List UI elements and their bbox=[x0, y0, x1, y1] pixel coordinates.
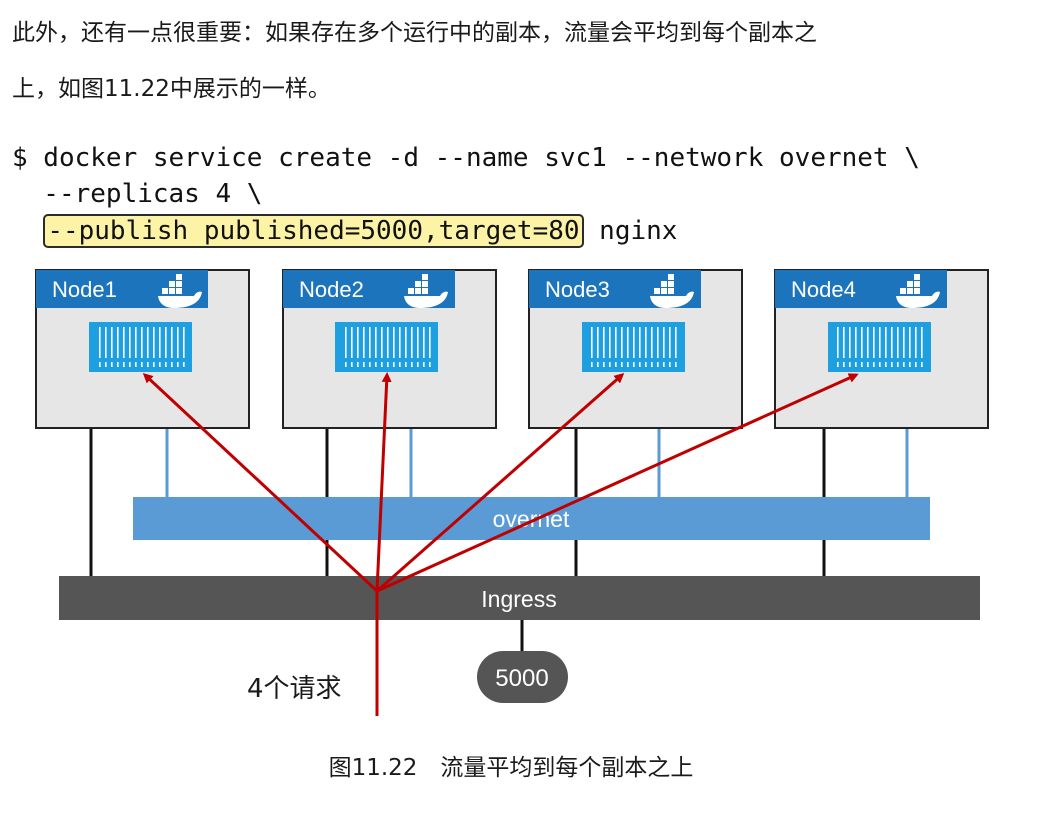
node-label-4: Node4 bbox=[791, 277, 856, 302]
request-arrow-node3 bbox=[376, 373, 625, 593]
command-line3-suffix: nginx bbox=[583, 216, 678, 246]
docker-whale-icon bbox=[158, 274, 202, 308]
command-line2: --replicas 4 \ bbox=[12, 179, 263, 209]
ingress-bar: Ingress bbox=[59, 576, 980, 620]
published-port-badge: 5000 bbox=[477, 651, 568, 703]
ingress-label: Ingress bbox=[481, 586, 556, 612]
container-icon bbox=[582, 322, 685, 372]
publish-flag-highlight: --publish published=5000,target=80 bbox=[43, 214, 584, 248]
node-box-1: Node1 bbox=[35, 269, 250, 429]
container-icon bbox=[89, 322, 192, 372]
node-box-4: Node4 bbox=[774, 269, 989, 429]
request-arrow-node2 bbox=[375, 372, 392, 592]
node-box-2: Node2 bbox=[282, 269, 497, 429]
command-line1: $ docker service create -d --name svc1 -… bbox=[12, 143, 920, 173]
node-label-2: Node2 bbox=[299, 277, 364, 302]
request-arrow-node4 bbox=[376, 373, 859, 593]
request-arrows bbox=[142, 372, 859, 716]
docker-whale-icon bbox=[650, 274, 694, 308]
request-arrow-node1 bbox=[142, 372, 379, 593]
docker-whale-icon bbox=[896, 274, 940, 308]
node-box-3: Node3 bbox=[528, 269, 743, 429]
node-label-3: Node3 bbox=[545, 277, 610, 302]
container-icon bbox=[828, 322, 931, 372]
node-label-1: Node1 bbox=[52, 277, 117, 302]
overlay-network-bar: overnet bbox=[133, 497, 930, 540]
published-port-label: 5000 bbox=[495, 665, 548, 692]
intro-paragraph-line2: 上，如图11.22中展示的一样。 bbox=[12, 76, 331, 102]
intro-paragraph-line1: 此外，还有一点很重要：如果存在多个运行中的副本，流量会平均到每个副本之 bbox=[12, 20, 817, 46]
docker-whale-icon bbox=[404, 274, 448, 308]
request-count-label: 4个请求 bbox=[247, 674, 342, 704]
command-line3: --publish published=5000,target=80 nginx bbox=[12, 213, 677, 249]
container-icon bbox=[335, 322, 438, 372]
figure-caption: 图11.22 流量平均到每个副本之上 bbox=[328, 755, 694, 781]
